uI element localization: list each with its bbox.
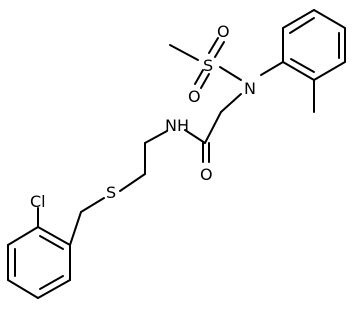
atom-o-carbonyl: O [200, 165, 213, 184]
atom-o-sulfonyl-bottom: O [188, 87, 201, 106]
atom-labels: S O O N O NH S Cl [30, 22, 256, 211]
bond-ch2-aryl [69, 211, 82, 246]
bonds [7, 9, 346, 299]
bond-n-ch2 [220, 93, 242, 113]
bond-s-o-bottom-2 [200, 73, 210, 89]
atom-n-sulfonamide: N [244, 79, 256, 98]
bond-ch2-s [119, 173, 146, 192]
bond-ch2-carbonyl [204, 111, 222, 144]
atom-n-amide: NH [165, 116, 189, 135]
bond-s-o-top-1 [208, 37, 219, 54]
chlorobenzene-ring [7, 207, 71, 299]
bond-methyl-sulfonyl [169, 44, 199, 61]
bond-s-o-top-2 [214, 41, 225, 58]
atom-o-sulfonyl-top: O [217, 22, 230, 41]
bond-s-o-bottom-1 [194, 69, 204, 85]
toluene-ring [282, 9, 346, 113]
bond-n-aryl [260, 61, 284, 76]
atom-cl: Cl [30, 192, 46, 211]
bond-s-n [219, 66, 242, 81]
bond-c-nh [184, 129, 206, 144]
bond-nh-ch2 [144, 130, 168, 144]
atom-s-thioether: S [106, 183, 116, 202]
atom-s-sulfonyl: S [203, 56, 213, 75]
bond-s-ch2 [80, 197, 105, 213]
